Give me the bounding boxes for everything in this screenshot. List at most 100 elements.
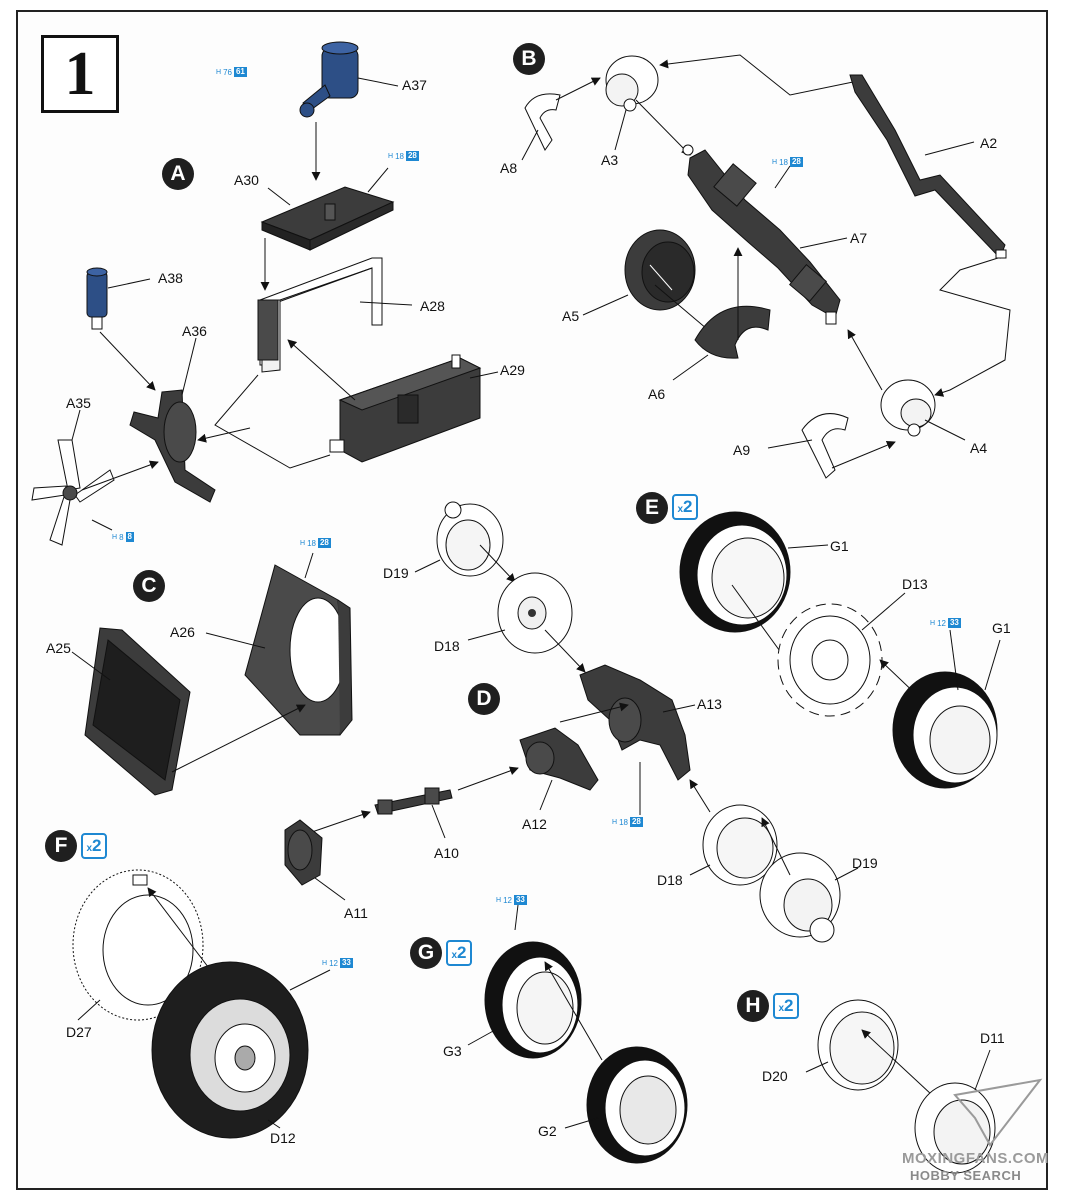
leader-a4 (924, 419, 966, 441)
leader-d11 (974, 1049, 991, 1091)
part-d19-drum-upper (436, 501, 504, 577)
leader-a28 (359, 301, 413, 306)
arrow-a38-to-a36 (99, 331, 156, 391)
section-g-marker: G (410, 937, 442, 969)
part-a7-axle (682, 144, 841, 325)
label-a6: A6 (648, 386, 666, 402)
leader-d18-lower (689, 864, 711, 876)
part-a30-plate (260, 186, 395, 251)
part-a38 (86, 267, 108, 330)
arrow-a9-to-a4 (831, 440, 896, 469)
leader-a36 (181, 337, 197, 396)
label-a36: A36 (182, 323, 207, 339)
section-d-marker: D (468, 683, 500, 715)
label-a37: A37 (402, 77, 427, 93)
arrow-a2-to-a4 (934, 257, 1011, 397)
arrow-g2-to-g3 (544, 961, 603, 1061)
line-a29-link (214, 374, 331, 469)
part-a6-shoe-plate (694, 305, 771, 359)
label-d27: D27 (66, 1024, 92, 1040)
leader-d19-lower (834, 867, 859, 881)
leader-a3 (614, 109, 627, 151)
arrow-a12-to-a13 (559, 702, 629, 723)
leader-a26-paint (304, 552, 314, 579)
label-a8: A8 (500, 160, 518, 176)
leader-a26 (205, 632, 266, 649)
label-d13: D13 (902, 576, 928, 592)
part-a36-fan-bracket (129, 389, 216, 503)
arrow-a10-to-a12 (457, 766, 519, 791)
leader-d12-paint (289, 969, 331, 991)
arrow-d19-to-d18 (479, 544, 516, 583)
label-a9: A9 (733, 442, 751, 458)
label-a35: A35 (66, 395, 91, 411)
leader-a37 (357, 77, 399, 87)
part-d27-tire-insert (72, 869, 204, 1021)
watermark-site: MOXINGFANS.COM (902, 1150, 1050, 1167)
leader-d13 (861, 592, 906, 631)
part-a2-steering-rod (849, 74, 1007, 259)
arrow-a3-to-a7 (635, 99, 691, 156)
arrow-a4-to-a7 (847, 329, 883, 391)
label-d18-upper: D18 (434, 638, 460, 654)
arrow-a11-to-a10 (311, 810, 371, 833)
section-f-marker: F (45, 830, 77, 862)
leader-g2 (564, 1117, 599, 1129)
section-h-marker: H (737, 990, 769, 1022)
part-a25-radiator (84, 627, 191, 796)
arrow-d12-to-d27 (147, 887, 219, 981)
leader-g3-paint (514, 904, 519, 931)
part-a8-shoe (524, 93, 561, 151)
part-a5-drum (624, 229, 696, 311)
part-a10-driveshaft (374, 787, 453, 815)
part-d20-cap (817, 999, 899, 1091)
label-a29: A29 (500, 362, 525, 378)
label-a30: A30 (234, 172, 259, 188)
label-d18-lower: D18 (657, 872, 683, 888)
part-a26-shroud (244, 564, 353, 736)
arrow-d18-to-a13 (544, 629, 586, 673)
step-number: 1 (41, 35, 119, 113)
part-a11-flange (284, 819, 323, 886)
label-a25: A25 (46, 640, 71, 656)
part-a35-fan (31, 439, 115, 546)
label-d20: D20 (762, 1068, 788, 1084)
part-d18-disc-lower (702, 804, 778, 886)
arrow-a36-bracket (197, 427, 251, 443)
label-d19-lower: D19 (852, 855, 878, 871)
label-a38: A38 (158, 270, 183, 286)
leader-a30 (267, 187, 291, 206)
part-d13-sprocket (777, 603, 883, 717)
label-a3: A3 (601, 152, 619, 168)
part-d12-wheel (151, 961, 309, 1139)
arrow-a35-to-a36 (81, 460, 159, 491)
label-g1-lower: G1 (992, 620, 1011, 636)
leader-d18-upper (467, 629, 506, 641)
label-a13: A13 (697, 696, 722, 712)
leader-g1-lower (984, 639, 1001, 691)
part-a29-engine-block (329, 354, 482, 463)
label-g1-upper: G1 (830, 538, 849, 554)
label-a2: A2 (980, 135, 998, 151)
label-a4: A4 (970, 440, 988, 456)
leader-a9 (767, 439, 813, 449)
arrow-d18-to-a13 (689, 779, 711, 813)
arrow-d19-to-d18 (761, 817, 791, 876)
leader-a6 (672, 354, 709, 381)
label-a11: A11 (344, 905, 368, 921)
leader-d12 (267, 1119, 281, 1129)
part-a12-differential (519, 727, 599, 791)
part-a37-crank (299, 41, 359, 118)
part-g2-rim (586, 1046, 688, 1164)
watermark-plane-icon (953, 1078, 1043, 1147)
label-d12: D12 (270, 1130, 296, 1146)
